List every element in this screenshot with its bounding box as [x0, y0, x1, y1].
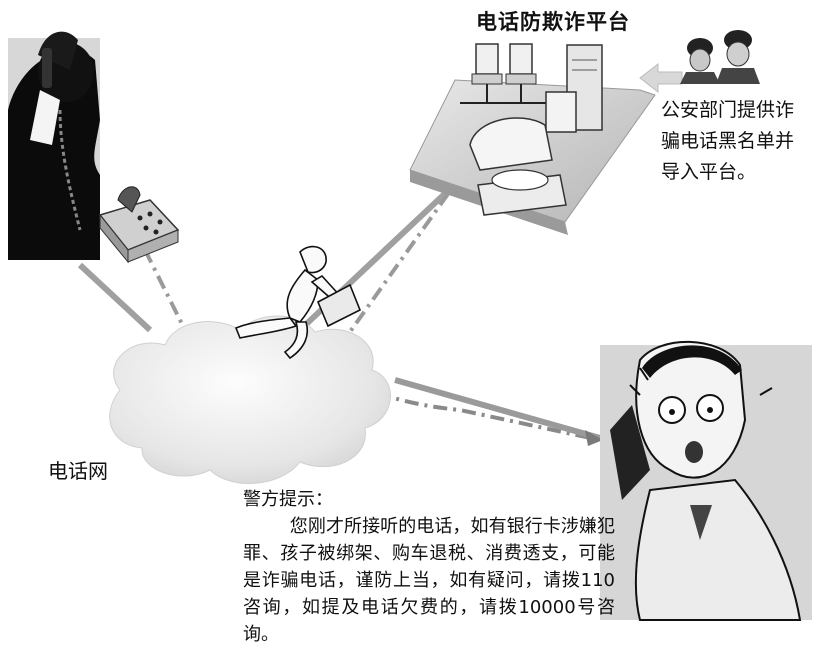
fraud-caller-icon — [8, 31, 100, 260]
telephone-network-cloud-icon — [109, 315, 391, 484]
platform-server-icon — [409, 43, 656, 235]
caller-to-cloud-line — [77, 262, 153, 333]
diagram-canvas — [8, 30, 812, 621]
network-label: 电话网 — [48, 459, 108, 483]
platform-to-victim-dashdot-line — [328, 168, 467, 362]
police-officers-icon — [680, 30, 760, 84]
cloud-to-victim-line — [394, 377, 601, 441]
police-note: 公安部门提供诈 骗电话黑名单并 导入平台。 — [661, 95, 817, 188]
police-note-line: 公安部门提供诈 — [661, 99, 795, 121]
fax-phone-icon — [98, 186, 180, 264]
surprised-man-on-phone-icon — [600, 340, 812, 621]
warning-title: 警方提示： — [243, 489, 333, 510]
running-woman-icon — [234, 245, 362, 360]
police-arrow-icon — [639, 62, 683, 94]
warning-body: 您刚才所接听的电话，如有银行卡涉嫌犯罪、孩子被绑架、购车退税、消费透支，可能是诈… — [243, 516, 615, 645]
platform-title: 电话防欺诈平台 — [476, 9, 630, 34]
warning-block: 警方提示： 您刚才所接听的电话，如有银行卡涉嫌犯罪、孩子被绑架、购车退税、消费透… — [243, 486, 615, 648]
police-note-line: 导入平台。 — [661, 161, 757, 183]
arrow-head-icon — [585, 430, 603, 446]
police-note-line: 骗电话黑名单并 — [661, 130, 795, 152]
fax-to-cloud-dashdot-line — [143, 249, 187, 331]
